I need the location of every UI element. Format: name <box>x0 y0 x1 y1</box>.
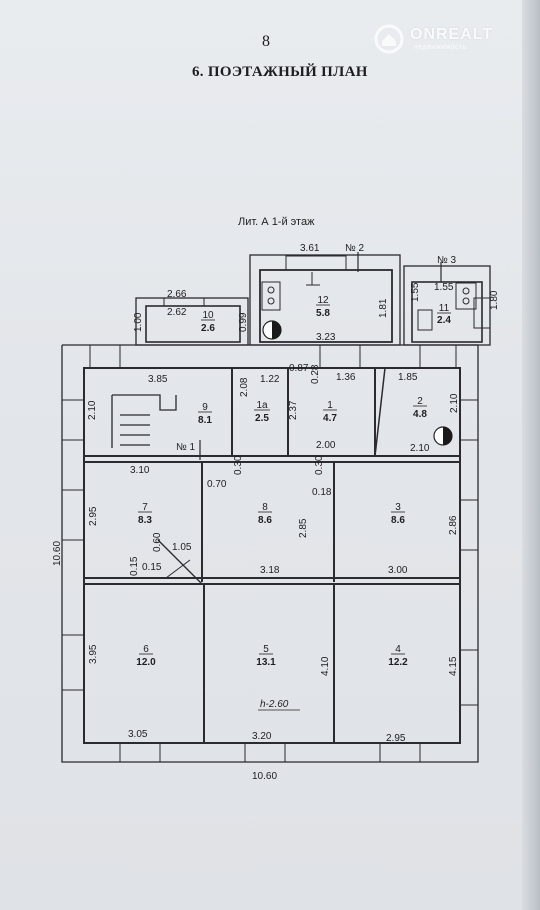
page-edge-shadow <box>522 0 540 910</box>
section-title: 6. ПОЭТАЖНЫЙ ПЛАН <box>192 64 368 80</box>
dimension-label: 2.62 <box>167 307 187 318</box>
watermark-logo: ONREALT недвижимость <box>374 22 534 58</box>
dimension-label: 0.99 <box>238 312 249 332</box>
entrance-2-label: № 2 <box>345 243 365 254</box>
dimension-label: 0.15 <box>129 556 140 576</box>
room-1-area: 4.7 <box>323 413 337 424</box>
dimension-label: 3.18 <box>260 565 280 576</box>
dimension-label: 0.87 <box>289 363 309 374</box>
dimension-label: 0.15 <box>142 562 162 573</box>
ceiling-height-label: h-2.60 <box>260 699 289 710</box>
room-4-number: 4 <box>395 644 401 655</box>
dimension-label: 2.37 <box>288 400 299 420</box>
dimension-label: 10.60 <box>52 541 63 566</box>
dimension-label: 0.30 <box>314 455 325 475</box>
dimension-label: 0.28 <box>310 364 321 384</box>
dimension-label: 1.55 <box>434 282 454 293</box>
annex-11-inner <box>411 281 483 343</box>
dimension-label: 0.70 <box>207 479 227 490</box>
room-10-number: 10 <box>202 310 214 321</box>
room-2-area: 4.8 <box>413 409 427 420</box>
room-3-number: 3 <box>395 502 401 513</box>
room-8-number: 8 <box>262 502 268 513</box>
room-3-area: 8.6 <box>391 515 405 526</box>
dimension-label: 3.00 <box>388 565 408 576</box>
room-2-number: 2 <box>417 396 423 407</box>
inner-wall <box>83 367 461 744</box>
room-1a-number: 1а <box>256 400 268 411</box>
dimension-label: 2.10 <box>449 393 460 413</box>
plan-title: Лит. А 1-й этаж <box>238 216 315 228</box>
page-number: 8 <box>262 33 270 50</box>
dimension-label: 1.81 <box>378 298 389 318</box>
room-12-number: 12 <box>317 295 329 306</box>
dimension-label: 10.60 <box>252 771 277 782</box>
dimension-label: 1.36 <box>336 372 356 383</box>
dimension-label: 0.60 <box>152 532 163 552</box>
dimension-label: 2.66 <box>167 289 187 300</box>
dimension-label: 2.10 <box>87 400 98 420</box>
room-5-number: 5 <box>263 644 269 655</box>
room-7-number: 7 <box>142 502 148 513</box>
room-9-number: 9 <box>202 402 208 413</box>
dimension-label: 0.30 <box>233 455 244 475</box>
dimension-label: 3.20 <box>252 731 272 742</box>
dimension-label: 3.95 <box>88 644 99 664</box>
dimension-label: 3.61 <box>300 243 320 254</box>
dimension-label: 3.23 <box>316 332 336 343</box>
dimension-label: 1.00 <box>133 312 144 332</box>
dimension-label: 2.08 <box>239 377 250 397</box>
dimension-label: 4.10 <box>320 656 331 676</box>
room-11-number: 11 <box>439 303 450 314</box>
dimension-label: 2.95 <box>386 733 406 744</box>
dimension-label: 2.10 <box>410 443 430 454</box>
dimension-label: 3.10 <box>130 465 150 476</box>
dimension-label: 4.15 <box>448 656 459 676</box>
dimension-label: 2.85 <box>298 518 309 538</box>
room-7-area: 8.3 <box>138 515 152 526</box>
room-1a-area: 2.5 <box>255 413 269 424</box>
room-8-area: 8.6 <box>258 515 272 526</box>
logo-name: ONREALT <box>410 26 494 43</box>
dimension-label: 2.00 <box>316 440 336 451</box>
entrance-3-label: № 3 <box>437 255 457 266</box>
dimension-label: 1.55 <box>410 282 421 302</box>
room-11-area: 2.4 <box>437 315 451 326</box>
room-10-area: 2.6 <box>201 323 215 334</box>
annex-10 <box>135 297 249 346</box>
logo-tagline: недвижимость <box>414 44 467 51</box>
dimension-label: 1.80 <box>489 290 500 310</box>
house-logo-icon <box>374 24 404 54</box>
room-9-area: 8.1 <box>198 415 212 426</box>
room-1-number: 1 <box>327 400 333 411</box>
dimension-labels: 3.61 1.81 3.23 0.99 2.66 2.62 1.00 1.55 … <box>52 243 500 782</box>
annex-10-inner <box>145 305 241 343</box>
dimension-label: 2.86 <box>448 515 459 535</box>
dimension-label: 1.05 <box>172 542 192 553</box>
room-4-area: 12.2 <box>388 657 408 668</box>
entrance-1-label: № 1 <box>176 442 196 453</box>
dimension-label: 3.05 <box>128 729 148 740</box>
dimension-label: 3.85 <box>148 374 168 385</box>
dimension-label: 1.22 <box>260 374 280 385</box>
dimension-label: 2.95 <box>88 506 99 526</box>
room-6-number: 6 <box>143 644 149 655</box>
dimension-label: 0.18 <box>312 487 332 498</box>
room-12-area: 5.8 <box>316 308 330 319</box>
room-6-area: 12.0 <box>136 657 156 668</box>
room-5-area: 13.1 <box>256 657 276 668</box>
dimension-label: 1.85 <box>398 372 418 383</box>
